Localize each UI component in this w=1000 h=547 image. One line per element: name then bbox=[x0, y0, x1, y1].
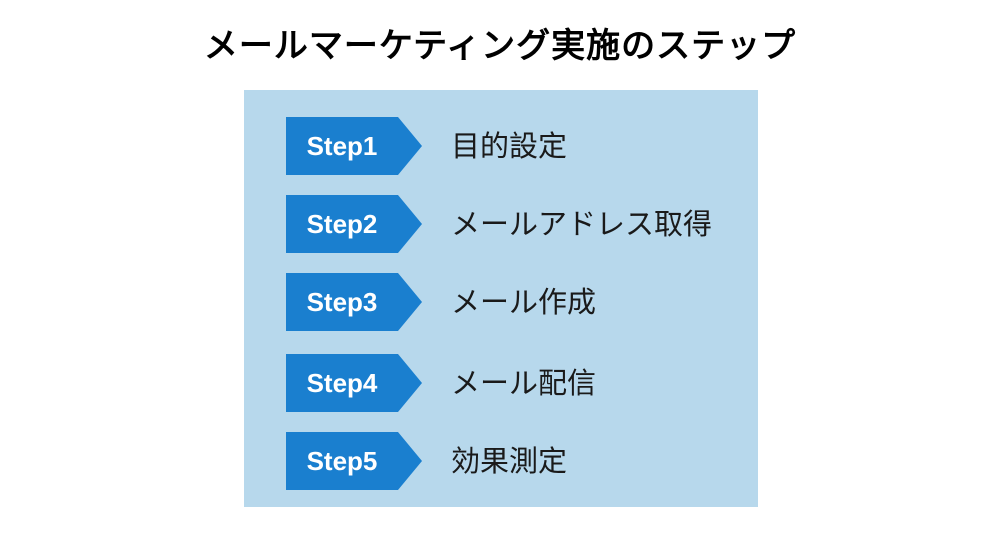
step-badge-1: Step1 bbox=[286, 117, 422, 175]
page-title: メールマーケティング実施のステップ bbox=[203, 26, 797, 66]
step-badge-2: Step2 bbox=[286, 195, 422, 253]
step-label-4: メール配信 bbox=[451, 366, 597, 400]
step-badge-label-3: Step3 bbox=[306, 287, 378, 317]
step-label-1: 目的設定 bbox=[451, 129, 568, 163]
step-row-4: Step4 メール配信 bbox=[286, 354, 756, 412]
step-label-3: メール作成 bbox=[451, 285, 597, 319]
step-label-5: 効果測定 bbox=[451, 444, 568, 478]
steps-panel: Step1 目的設定 Step2 メールアドレス取得 Step3 メール作成 S… bbox=[244, 90, 758, 507]
step-badge-label-5: Step5 bbox=[306, 446, 378, 476]
step-row-2: Step2 メールアドレス取得 bbox=[286, 195, 756, 253]
step-badge-3: Step3 bbox=[286, 273, 422, 331]
step-badge-label-4: Step4 bbox=[306, 368, 378, 398]
step-badge-label-2: Step2 bbox=[306, 209, 378, 239]
step-badge-label-1: Step1 bbox=[306, 131, 378, 161]
step-row-3: Step3 メール作成 bbox=[286, 273, 756, 331]
step-row-1: Step1 目的設定 bbox=[286, 117, 756, 175]
step-badge-4: Step4 bbox=[286, 354, 422, 412]
step-badge-5: Step5 bbox=[286, 432, 422, 490]
step-label-2: メールアドレス取得 bbox=[451, 207, 713, 241]
step-row-5: Step5 効果測定 bbox=[286, 432, 756, 490]
